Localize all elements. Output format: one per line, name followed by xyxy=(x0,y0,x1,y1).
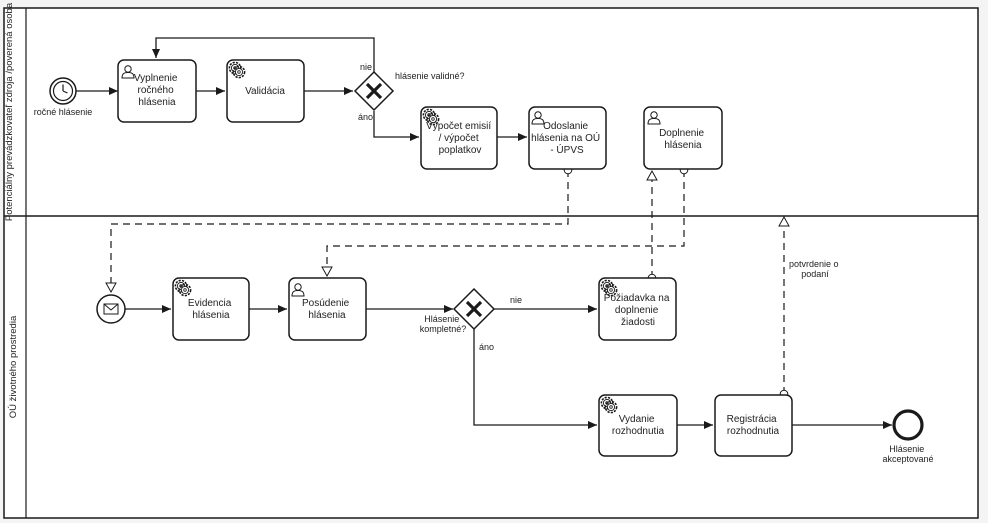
task-vyplnenie-line3: hlásenia xyxy=(138,97,176,108)
gateway-kompletne-no: nie xyxy=(510,295,522,305)
task-vydanie-line2: rozhodnutia xyxy=(612,426,665,437)
gateway-validne-yes: áno xyxy=(358,112,373,122)
task-odoslanie-line1: Odoslanie xyxy=(543,121,588,132)
start-message-event[interactable] xyxy=(96,294,126,324)
task-registracia[interactable]: Registrácia rozhodnutia xyxy=(714,394,793,457)
svg-text:Požiadavka na doplnenie: Požiadavka na doplnenie žiadosti xyxy=(604,293,672,328)
svg-text:Posúdenie hlásenia: Posúdenie hlásenia xyxy=(302,298,352,321)
svg-text:Výpočet emisií / výpočet: Výpočet emisií / výpočet poplatkov xyxy=(426,121,494,156)
gateway-kompletne[interactable] xyxy=(452,287,496,331)
task-posudenie[interactable]: Posúdenie hlásenia xyxy=(288,277,367,341)
task-vyplnenie-line2: ročného xyxy=(138,85,175,96)
task-vydanie[interactable]: Vydanie rozhodnutia xyxy=(598,394,678,457)
task-vypocet[interactable]: Výpočet emisií / výpočet poplatkov xyxy=(420,106,498,170)
task-vypocet-line1: Výpočet emisií xyxy=(426,121,491,132)
end-event-label-line1: Hlásenie xyxy=(889,444,924,454)
task-poziadavka-line1: Požiadavka na xyxy=(604,293,670,304)
gateway-validne[interactable] xyxy=(353,70,395,112)
task-odoslanie[interactable]: Odoslanie hlásenia na OÚ - ÚPVS xyxy=(528,106,607,170)
task-odoslanie-line3: - ÚPVS xyxy=(550,143,584,156)
task-poziadavka[interactable]: Požiadavka na doplnenie žiadosti xyxy=(598,277,677,341)
svg-text:Validácia: Validácia xyxy=(245,86,285,97)
end-event[interactable] xyxy=(892,409,924,441)
svg-text:Doplnenie hlásenia: Doplnenie hlásenia xyxy=(659,128,707,151)
task-odoslanie-line2: hlásenia na OÚ xyxy=(531,131,600,144)
gateway-kompletne-question: Hlásenie kompletné? xyxy=(420,314,467,334)
gateway-kompletne-question-line2: kompletné? xyxy=(420,324,467,334)
task-posudenie-line1: Posúdenie xyxy=(302,298,350,309)
gateway-validne-no: nie xyxy=(360,62,372,72)
task-validacia[interactable]: Validácia xyxy=(226,59,305,123)
task-vyplnenie-line1: Vyplnenie xyxy=(134,73,178,84)
start-timer-label: ročné hlásenie xyxy=(34,107,93,117)
task-validacia-line1: Validácia xyxy=(245,86,285,97)
start-timer-event[interactable] xyxy=(49,77,77,105)
svg-text:Vydanie rozhodnutia: Vydanie rozhodnutia xyxy=(612,414,665,437)
envelope-icon xyxy=(103,303,119,315)
gateway-kompletne-question-line1: Hlásenie xyxy=(424,314,459,324)
task-registracia-line2: rozhodnutia xyxy=(727,426,780,437)
msgflow-potvrdenie-label: potvrdenie o podaní xyxy=(789,259,841,279)
clock-icon xyxy=(62,84,68,94)
msgflow-doplnenie-to-posudenie xyxy=(321,165,689,278)
task-poziadavka-line2: doplnenie xyxy=(615,305,659,316)
svg-text:Registrácia rozhodnutia: Registrácia rozhodnutia xyxy=(727,414,780,437)
task-doplnenie-line2: hlásenia xyxy=(664,140,702,151)
task-evidencia-line2: hlásenia xyxy=(192,310,230,321)
exclusive-x-icon xyxy=(465,300,483,318)
flow-gateway-yes xyxy=(373,111,419,141)
task-vyplnenie[interactable]: Vyplnenie ročného hlásenia xyxy=(117,59,197,123)
msgflow-potvrdenie-line1: potvrdenie o xyxy=(789,259,839,269)
task-vypocet-line3: poplatkov xyxy=(439,145,482,156)
task-posudenie-line2: hlásenia xyxy=(308,310,346,321)
task-evidencia-line1: Evidencia xyxy=(188,298,232,309)
lane-label-top: Potenciálny prevádzkovateľ zdroja /pover… xyxy=(4,2,15,221)
lane-label-bottom-text: OÚ životného prostredia xyxy=(8,315,19,418)
end-event-label-line2: akceptované xyxy=(882,454,933,464)
task-doplnenie[interactable]: Doplnenie hlásenia xyxy=(643,106,723,170)
svg-text:Vyplnenie ročného: Vyplnenie ročného hlásenia xyxy=(134,73,180,108)
task-registracia-line1: Registrácia xyxy=(727,414,777,425)
lane-label-top-text: Potenciálny prevádzkovateľ zdroja /pover… xyxy=(4,2,15,221)
gateway-kompletne-yes: áno xyxy=(479,342,494,352)
svg-text:Odoslanie hlásenia na OÚ: Odoslanie hlásenia na OÚ - ÚPVS xyxy=(531,121,603,156)
lane-label-bottom: OÚ životného prostredia xyxy=(8,315,19,418)
flow-gateway-no-loop xyxy=(152,37,375,72)
exclusive-x-icon xyxy=(365,82,383,100)
task-vydanie-line1: Vydanie xyxy=(619,414,655,425)
svg-text:Evidencia hlásenia: Evidencia hlásenia xyxy=(188,298,234,321)
gateway-validne-question: hlásenie validné? xyxy=(395,71,465,81)
flow-gateway2-yes xyxy=(473,329,597,429)
msgflow-potvrdenie-line2: podaní xyxy=(801,269,829,279)
end-event-label: Hlásenie akceptované xyxy=(882,444,933,464)
task-vypocet-line2: / výpočet xyxy=(439,133,479,144)
task-evidencia[interactable]: Evidencia hlásenia xyxy=(172,277,250,341)
task-doplnenie-line1: Doplnenie xyxy=(659,128,704,139)
task-poziadavka-line3: žiadosti xyxy=(621,317,655,328)
